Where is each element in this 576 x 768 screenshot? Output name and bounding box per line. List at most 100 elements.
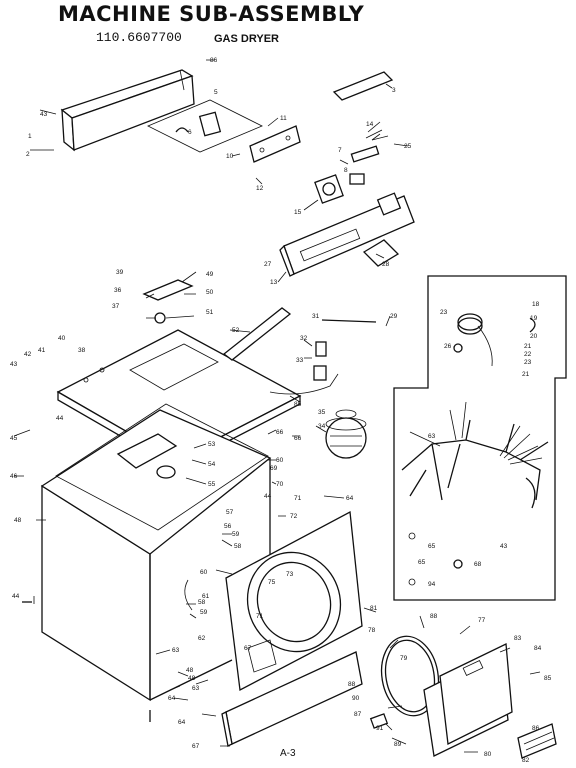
- svg-text:15: 15: [294, 209, 302, 216]
- svg-text:48: 48: [188, 675, 196, 682]
- end-cap-and-switch: [332, 71, 394, 185]
- svg-text:46: 46: [10, 473, 18, 480]
- svg-text:59: 59: [232, 531, 240, 538]
- svg-text:91: 91: [376, 725, 384, 732]
- svg-text:32: 32: [300, 335, 308, 342]
- svg-text:73: 73: [286, 571, 294, 578]
- svg-text:20: 20: [530, 333, 538, 340]
- svg-text:49: 49: [206, 271, 214, 278]
- lint-filter-housing: [325, 409, 367, 459]
- svg-text:86: 86: [210, 57, 218, 64]
- leveling-legs-and-screws: [22, 601, 209, 722]
- svg-text:25: 25: [404, 143, 412, 150]
- svg-text:38: 38: [78, 347, 86, 354]
- svg-text:41: 41: [38, 347, 46, 354]
- svg-text:50: 50: [206, 289, 214, 296]
- svg-text:42: 42: [24, 351, 32, 358]
- svg-text:89: 89: [394, 741, 402, 748]
- svg-text:48: 48: [186, 667, 194, 674]
- svg-text:23: 23: [440, 309, 448, 316]
- svg-text:53: 53: [208, 441, 216, 448]
- svg-text:72: 72: [290, 513, 298, 520]
- timer-bracket: [147, 99, 263, 153]
- svg-text:64: 64: [346, 495, 354, 502]
- svg-text:55: 55: [208, 481, 216, 488]
- svg-text:94: 94: [428, 581, 436, 588]
- svg-text:5: 5: [214, 89, 218, 96]
- svg-text:63: 63: [428, 433, 436, 440]
- svg-text:67: 67: [244, 645, 252, 652]
- svg-text:60: 60: [276, 457, 284, 464]
- model-number: 110.6607700: [96, 30, 182, 45]
- svg-text:44: 44: [12, 593, 20, 600]
- svg-text:40: 40: [58, 335, 66, 342]
- svg-text:87: 87: [354, 711, 362, 718]
- product-name: GAS DRYER: [214, 33, 279, 45]
- svg-text:52: 52: [232, 327, 240, 334]
- svg-text:58: 58: [198, 599, 206, 606]
- svg-text:65: 65: [428, 543, 436, 550]
- console-rear-guard: [60, 69, 195, 152]
- svg-text:43: 43: [10, 361, 18, 368]
- svg-text:2: 2: [26, 151, 30, 158]
- svg-text:85: 85: [544, 675, 552, 682]
- svg-text:88: 88: [348, 681, 356, 688]
- svg-text:6: 6: [188, 129, 192, 136]
- svg-text:61: 61: [202, 593, 210, 600]
- svg-text:34: 34: [318, 423, 326, 430]
- svg-text:39: 39: [116, 269, 124, 276]
- control-console-front: [279, 192, 415, 277]
- svg-text:13: 13: [270, 279, 278, 286]
- svg-text:28: 28: [382, 261, 390, 268]
- svg-text:18: 18: [532, 301, 540, 308]
- svg-text:21: 21: [524, 343, 532, 350]
- toe-panel: [221, 651, 363, 747]
- svg-text:63: 63: [172, 647, 180, 654]
- svg-text:68: 68: [474, 561, 482, 568]
- svg-text:67: 67: [192, 743, 200, 750]
- svg-text:43: 43: [500, 543, 508, 550]
- svg-text:71: 71: [294, 495, 302, 502]
- svg-text:11: 11: [280, 115, 287, 122]
- svg-text:37: 37: [112, 303, 120, 310]
- svg-text:31: 31: [312, 313, 320, 320]
- svg-text:86: 86: [532, 725, 540, 732]
- svg-text:22: 22: [524, 351, 532, 358]
- svg-text:45: 45: [10, 435, 18, 442]
- svg-text:1: 1: [28, 133, 32, 140]
- diagram-title: MACHINE SUB-ASSEMBLY: [58, 2, 365, 26]
- svg-text:58: 58: [234, 543, 242, 550]
- svg-text:65: 65: [418, 559, 426, 566]
- svg-text:84: 84: [534, 645, 542, 652]
- svg-text:66: 66: [294, 435, 302, 442]
- svg-text:62: 62: [198, 635, 206, 642]
- svg-text:21: 21: [522, 371, 530, 378]
- svg-text:35: 35: [318, 409, 326, 416]
- svg-text:12: 12: [256, 185, 264, 192]
- wiring-harness-inset: [393, 275, 567, 601]
- svg-text:36: 36: [114, 287, 122, 294]
- svg-text:88: 88: [430, 613, 438, 620]
- svg-text:64: 64: [178, 719, 186, 726]
- svg-text:82: 82: [522, 757, 530, 764]
- svg-text:85: 85: [294, 401, 302, 408]
- dryer-cabinet: [40, 403, 272, 702]
- svg-text:26: 26: [444, 343, 452, 350]
- svg-text:27: 27: [264, 261, 272, 268]
- svg-text:51: 51: [206, 309, 214, 316]
- svg-text:83: 83: [514, 635, 522, 642]
- svg-text:33: 33: [296, 357, 304, 364]
- svg-text:81: 81: [370, 605, 378, 612]
- svg-text:57: 57: [226, 509, 234, 516]
- svg-text:75: 75: [268, 579, 276, 586]
- svg-text:48: 48: [14, 517, 22, 524]
- svg-text:80: 80: [484, 751, 492, 758]
- svg-text:56: 56: [224, 523, 232, 530]
- svg-text:63: 63: [192, 685, 200, 692]
- svg-text:70: 70: [276, 481, 284, 488]
- control-panel-backplate: [249, 125, 344, 204]
- svg-text:29: 29: [390, 313, 398, 320]
- svg-text:78: 78: [368, 627, 376, 634]
- front-bulkhead: [225, 510, 363, 692]
